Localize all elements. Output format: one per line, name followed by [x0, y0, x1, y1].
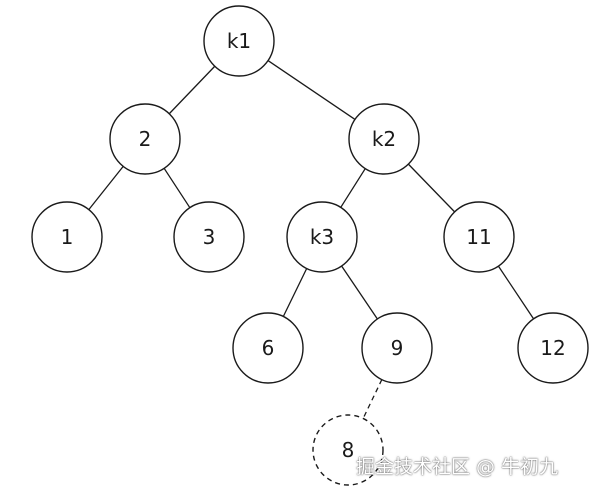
node-label: 12 — [540, 336, 565, 360]
edge-k1-k2 — [267, 60, 356, 120]
node-circle — [109, 103, 181, 175]
node-label: 3 — [203, 225, 216, 249]
node-circle — [31, 201, 103, 273]
node-label: k2 — [372, 127, 396, 151]
node-label: 2 — [139, 127, 152, 151]
tree-node-n9: 9 — [361, 312, 433, 384]
edge-n11-n12 — [497, 265, 535, 320]
tree-edges — [88, 60, 535, 419]
edge-k3-n6 — [282, 268, 308, 317]
node-label: k1 — [227, 29, 251, 53]
tree-nodes: k1 2 k2 1 3 k3 11 6 9 12 8 — [31, 5, 589, 486]
edge-k2-k3 — [340, 168, 366, 208]
watermark-text: 掘金技术社区 @ 牛初九 — [356, 456, 559, 478]
node-label: 1 — [61, 225, 74, 249]
edge-k3-n9 — [341, 265, 378, 320]
edge-n2-n3 — [163, 167, 191, 209]
node-circle — [361, 312, 433, 384]
tree-node-n1: 1 — [31, 201, 103, 273]
tree-node-n11: 11 — [443, 201, 515, 273]
node-label: k3 — [310, 225, 334, 249]
node-label: 8 — [342, 438, 355, 462]
tree-node-n8: 8 — [312, 414, 384, 486]
node-circle — [232, 312, 304, 384]
node-label: 6 — [262, 336, 275, 360]
node-circle — [286, 201, 358, 273]
node-label: 9 — [391, 336, 404, 360]
tree-node-n2: 2 — [109, 103, 181, 175]
tree-node-n6: 6 — [232, 312, 304, 384]
edge-n2-n1 — [88, 165, 124, 211]
node-circle — [203, 5, 275, 77]
tree-node-k1: k1 — [203, 5, 275, 77]
edge-n9-n8 — [362, 379, 383, 419]
node-label: 11 — [466, 225, 491, 249]
edge-k1-n2 — [168, 65, 216, 115]
node-circle — [348, 103, 420, 175]
tree-node-n12: 12 — [517, 312, 589, 384]
node-circle — [517, 312, 589, 384]
tree-node-k2: k2 — [348, 103, 420, 175]
edge-k2-n11 — [407, 163, 456, 213]
tree-node-k3: k3 — [286, 201, 358, 273]
node-circle — [443, 201, 515, 273]
node-circle — [173, 201, 245, 273]
tree-node-n3: 3 — [173, 201, 245, 273]
node-circle — [312, 414, 384, 486]
